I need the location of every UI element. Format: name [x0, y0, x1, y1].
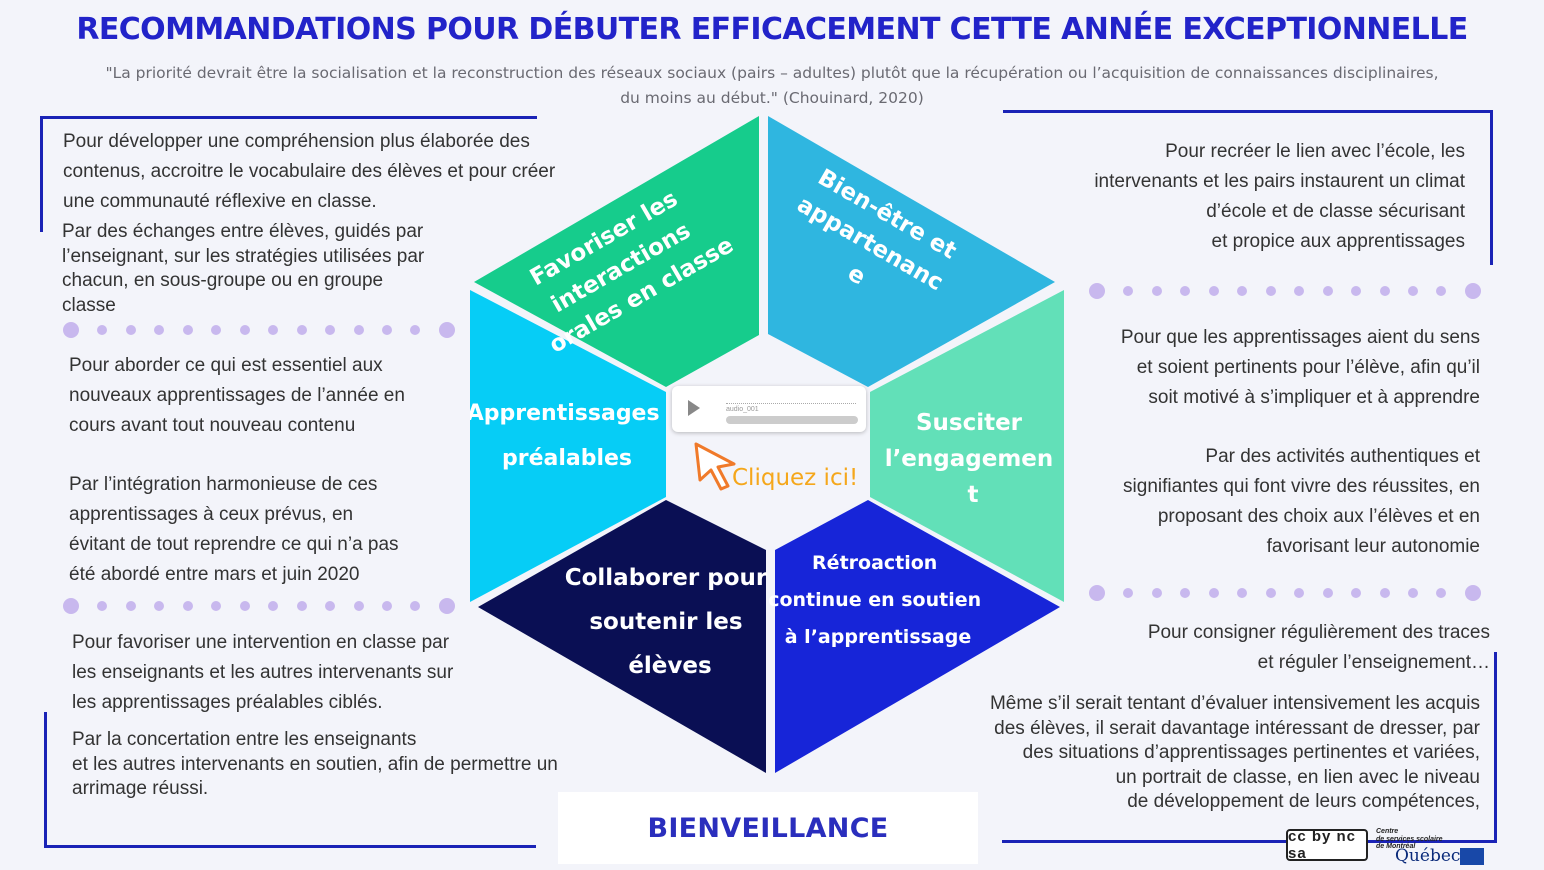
- collaborer-purpose-text: Pour favoriser une intervention en class…: [72, 632, 454, 713]
- bienetre-purpose-text: Pour recréer le lien avec l’école, les i…: [1094, 141, 1465, 252]
- engagement-method-text: Par des activités authentiques et signif…: [1123, 446, 1480, 557]
- segment-label-prealables: Apprentissages préalables: [470, 401, 667, 471]
- prealables-method-text: Par l’intégration harmonieuse de ces app…: [69, 474, 399, 585]
- interactions-purpose-text: Pour développer une compréhension plus é…: [63, 131, 556, 212]
- cursor-arrow-icon: [694, 442, 736, 491]
- dot-separator: [1089, 583, 1481, 603]
- segment-engagement[interactable]: [870, 290, 1064, 602]
- audio-file-name: audio_001: [726, 406, 759, 413]
- frame-line: [1002, 840, 1497, 843]
- retroaction-method-text: Même s’il serait tentant d’évaluer inten…: [989, 693, 1480, 812]
- frame-line: [40, 116, 43, 232]
- dot-separator: [63, 596, 455, 616]
- segment-collaborer[interactable]: [478, 500, 766, 773]
- play-icon[interactable]: [688, 400, 700, 416]
- quote-line: "La priorité devrait être la socialisati…: [105, 64, 1439, 82]
- segment-retroaction[interactable]: [775, 500, 1060, 773]
- prealables-purpose-text: Pour aborder ce qui est essentiel aux no…: [69, 355, 405, 436]
- segment-label-collaborer: Collaborer pour soutenir les élèves: [565, 565, 776, 679]
- quebec-logo-text: Québec: [1395, 846, 1461, 866]
- frame-line: [1494, 652, 1497, 842]
- audio-progress-bar[interactable]: [726, 416, 858, 424]
- audio-player[interactable]: audio_001: [672, 386, 866, 432]
- page-title: RECOMMANDATIONS POUR DÉBUTER EFFICACEMEN…: [76, 12, 1468, 47]
- bienveillance-banner: BIENVEILLANCE: [558, 792, 978, 864]
- quebec-flag-icon: [1460, 848, 1484, 865]
- quote-line: du moins au début." (Chouinard, 2020): [620, 89, 924, 107]
- cc-license-badge: cc by nc sa: [1286, 828, 1368, 862]
- interactions-method-text: Par des échanges entre élèves, guidés pa…: [62, 221, 425, 316]
- bienveillance-label: BIENVEILLANCE: [647, 812, 889, 844]
- frame-line: [44, 845, 536, 848]
- segment-label-engagement: Susciter l’engagemen t: [885, 410, 1062, 508]
- frame-line: [44, 712, 47, 848]
- dot-separator: [63, 320, 455, 340]
- audio-waveform: [726, 403, 856, 404]
- segment-prealables[interactable]: [470, 290, 666, 602]
- engagement-purpose-text: Pour que les apprentissages aient du sen…: [1120, 327, 1480, 408]
- frame-line: [1490, 110, 1493, 265]
- click-here-link[interactable]: Cliquez ici!: [732, 465, 859, 491]
- collaborer-method-text: Par la concertation entre les enseignant…: [72, 729, 558, 799]
- hexagon-diagram: Favoriser les interactions orales en cla…: [470, 116, 1064, 773]
- cssm-logo: Centre de services scolaire de Montréal: [1376, 828, 1443, 850]
- frame-line: [40, 116, 537, 119]
- segment-bienetre[interactable]: [768, 116, 1055, 387]
- frame-line: [1003, 110, 1493, 113]
- segment-interactions[interactable]: [474, 116, 759, 387]
- quote: "La priorité devrait être la socialisati…: [30, 61, 1514, 111]
- retroaction-purpose-text: Pour consigner régulièrement des traces …: [1147, 622, 1490, 673]
- dot-separator: [1089, 281, 1481, 301]
- segment-label-retroaction: Rétroaction continue en soutien à l’appr…: [768, 552, 988, 648]
